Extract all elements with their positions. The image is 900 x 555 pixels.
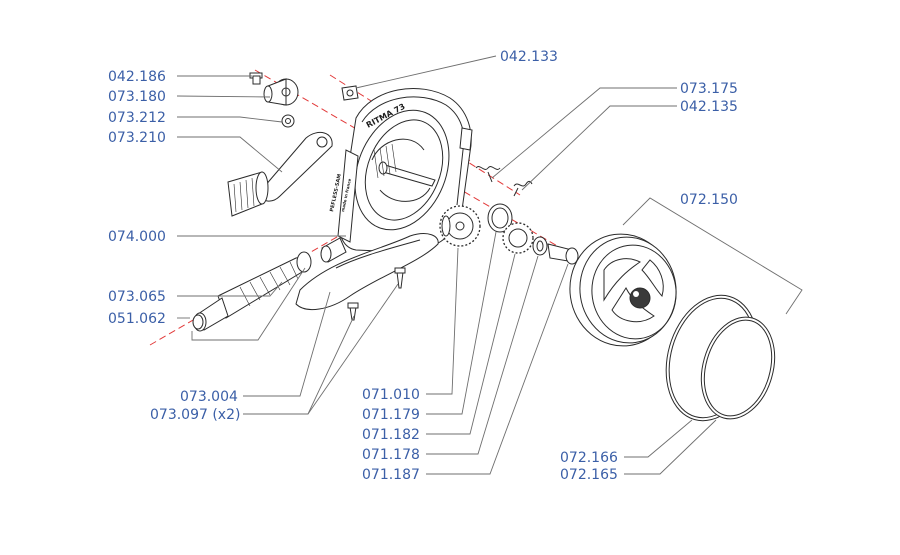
label-073-097: 073.097 (x2) [150,407,240,423]
gear-071-182 [502,222,534,254]
spacer-ring [296,237,347,273]
origin-stamp: made in france [340,178,352,212]
label-072-166: 072.166 [560,450,618,466]
washer-073-212 [281,114,295,128]
spring-073-175 [475,166,501,183]
label-071-179: 071.179 [362,407,420,423]
leader-lines [176,55,717,475]
label-042-133: 042.133 [500,49,558,65]
label-074-000: 074.000 [108,229,166,245]
label-072-165: 072.165 [560,467,618,483]
reel-frame: RITMA 73 PEFLESS-SAM made in france [329,87,473,253]
bushing-073-180 [263,78,299,106]
label-073-065: 073.065 [108,289,166,305]
label-071-182: 071.182 [362,427,420,443]
label-072-150: 072.150 [680,192,738,208]
label-071-178: 071.178 [362,447,420,463]
bracket-072-150 [622,197,803,315]
label-051-062: 051.062 [108,311,166,327]
label-073-004: 073.004 [180,389,238,405]
washer-071-178 [532,236,548,256]
screw-042-186 [249,72,263,85]
label-073-210: 073.210 [108,130,166,146]
washer-051-062 [192,314,204,330]
gear-071-010 [439,205,481,247]
ring-071-179 [487,203,513,233]
pin-071-187 [547,243,579,265]
label-042-135: 042.135 [680,99,738,115]
label-071-187: 071.187 [362,467,420,483]
spindle-073-065 [193,257,305,332]
label-073-175: 073.175 [680,81,738,97]
label-071-010: 071.010 [362,387,420,403]
frame-screws [347,267,406,321]
label-073-212: 073.212 [108,110,166,126]
ring-072-165 [700,316,776,420]
handle-knob [227,171,269,217]
reel-foot [295,233,439,311]
nut-042-133 [341,85,359,101]
label-042-186: 042.186 [108,69,166,85]
spool-072-150 [569,233,677,347]
label-073-180: 073.180 [108,89,166,105]
handle-lever [257,131,333,202]
part-labels: 042.186 073.180 073.212 073.210 074.000 … [108,49,738,483]
